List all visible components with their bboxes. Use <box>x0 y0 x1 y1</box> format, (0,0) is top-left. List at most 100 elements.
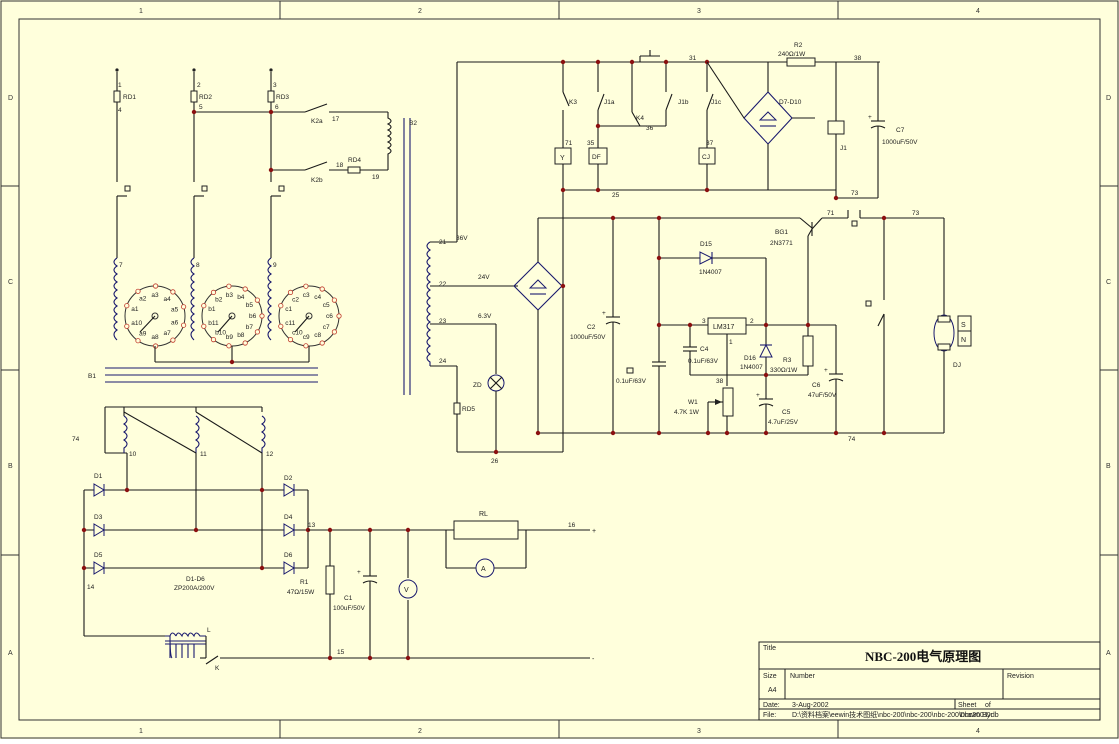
net-36: 73 <box>851 190 859 197</box>
selector-pin-label-b9: b9 <box>226 334 234 341</box>
selector-pin-c1 <box>278 303 284 309</box>
selector-pin-label-b11: b11 <box>208 320 219 327</box>
ammeter-label: A <box>481 566 486 573</box>
net-31: 31 <box>689 55 697 62</box>
selector-pin-c2 <box>287 289 294 295</box>
fuse-rd1-label: RD1 <box>123 94 136 101</box>
selector-pin-b2 <box>210 289 217 295</box>
selector-pin-c9 <box>303 343 309 349</box>
selector-pin-label-b10: b10 <box>215 330 226 337</box>
zone-row-c: C <box>8 279 13 286</box>
selector-pin-a6 <box>181 322 187 328</box>
net-12: 12 <box>266 451 274 458</box>
capacitor-c1-value: 100uF/50V <box>333 605 365 612</box>
zone-col-4: 4 <box>976 8 980 15</box>
date-label: Date: <box>763 702 780 709</box>
voltage-6-3v: 6.3V <box>478 313 492 320</box>
contact-j1b-label: J1b <box>678 99 689 106</box>
motor-dj-label: DJ <box>953 362 961 369</box>
selector-pin-label-a10: a10 <box>131 320 142 327</box>
voltmeter-label: V <box>404 587 409 594</box>
title-label: Title <box>763 645 776 652</box>
drawn-by-label: Drawn By: <box>960 712 992 719</box>
terminal-minus: - <box>592 656 595 663</box>
c5-plus: + <box>756 392 760 399</box>
fuse-rd2-label: RD2 <box>199 94 212 101</box>
selector-pin-label-a7: a7 <box>164 330 172 337</box>
selector-pin-label-b2: b2 <box>215 297 223 304</box>
net-9: 9 <box>273 262 277 269</box>
sheet-of: of <box>985 702 991 709</box>
selector-pin-a2 <box>135 288 141 294</box>
selector-pin-label-a2: a2 <box>139 296 147 303</box>
inductor-l-label: L <box>207 627 211 634</box>
net-73: 73 <box>912 210 920 217</box>
selector-pin-b7 <box>254 329 260 335</box>
net-34: 37 <box>706 140 714 147</box>
zone-col-4-bottom: 4 <box>976 728 980 735</box>
selector-pin-a1 <box>124 303 130 309</box>
resistor-r1-value: 47Ω/15W <box>287 589 315 596</box>
diode-d3-label: D3 <box>94 514 103 521</box>
net-10: 10 <box>129 451 137 458</box>
selector-pin-label-c9: c9 <box>303 334 310 341</box>
net-37: 38 <box>716 378 724 385</box>
d1-d6-part: ZP200A/200V <box>174 585 215 592</box>
selector-pin-label-c5: c5 <box>323 302 330 309</box>
output-section: R1 47Ω/15W + C1 100uF/50V V RL A 16 + L <box>84 511 596 672</box>
net-16: 16 <box>568 522 576 529</box>
drawing-title: NBC-200电气原理图 <box>865 649 981 664</box>
transistor-bg1-part: 2N3771 <box>770 240 793 247</box>
net-71: 71 <box>827 210 835 217</box>
lm317-label: LM317 <box>713 324 735 331</box>
zone-row-d: D <box>8 95 13 102</box>
relay-j1-label: J1 <box>840 145 847 152</box>
resistor-r2-value: 240Ω/1W <box>778 51 806 58</box>
contact-k3-label: K3 <box>569 99 577 106</box>
relay-y-label: Y <box>560 155 565 162</box>
file-path: D:\资料档案\eewin技术图纸\nbc-200\nbc-200\nbc-20… <box>792 710 999 719</box>
regulator-section: + C2 1000uF/50V 0.1uF/63V D15 1N4007 LM3… <box>513 210 972 443</box>
net-6: 6 <box>275 104 279 111</box>
capacitor-c4-value: 0.1uF/63V <box>688 358 719 365</box>
sheet-label: Sheet <box>958 702 976 709</box>
diode-d2-label: D2 <box>284 475 293 482</box>
transformer-b1-label: B1 <box>88 373 96 380</box>
net-25-top: 25 <box>612 192 620 199</box>
selector-pin-label-c2: c2 <box>292 297 299 304</box>
selector-pin-b9 <box>226 343 232 349</box>
selector-pin-label-a5: a5 <box>171 307 179 314</box>
resistor-r3-value: 330Ω/1W <box>770 367 798 374</box>
net-13: 13 <box>308 522 316 529</box>
selector-pin-b6 <box>259 313 265 319</box>
contact-j1a-label: J1a <box>604 99 615 106</box>
selector-pin-c8 <box>319 340 325 346</box>
contact-k4-label: K4 <box>636 115 644 122</box>
selector-pin-label-a1: a1 <box>131 306 139 313</box>
d1-d6-label: D1-D6 <box>186 576 205 583</box>
relay-cj-label: CJ <box>702 154 710 161</box>
transformer-b2: B2 ZD RD5 26 21 22 23 24 36V 24V 6.3V <box>403 61 880 465</box>
zone-col-2-bottom: 2 <box>418 728 422 735</box>
lm317-pin1: 1 <box>729 339 733 346</box>
selector-pin-label-c6: c6 <box>326 313 333 320</box>
transistor-bg1-label: BG1 <box>775 229 788 236</box>
selector-pin-c10 <box>287 336 294 343</box>
zone-row-d-right: D <box>1106 95 1111 102</box>
diode-d15-label: D15 <box>700 241 712 248</box>
selector-pin-label-a4: a4 <box>164 296 172 303</box>
net-11: 11 <box>200 451 207 458</box>
capacitor-c5-label: C5 <box>782 409 791 416</box>
net-1: 1 <box>118 82 122 89</box>
capacitor-c5-value: 4.7uF/25V <box>768 419 799 426</box>
zone-row-c-right: C <box>1106 279 1111 286</box>
motor-s-label: S <box>961 322 966 329</box>
selector-pin-c4 <box>319 286 325 292</box>
capacitor-c6-value: 47uF/50V <box>808 392 837 399</box>
net-15: 15 <box>337 649 345 656</box>
selector-pin-label-c8: c8 <box>314 332 321 339</box>
net-18: 18 <box>336 162 344 169</box>
capacitor-c6-label: C6 <box>812 382 821 389</box>
voltage-36v: 36V <box>456 235 468 242</box>
c2-plus: + <box>602 310 606 317</box>
